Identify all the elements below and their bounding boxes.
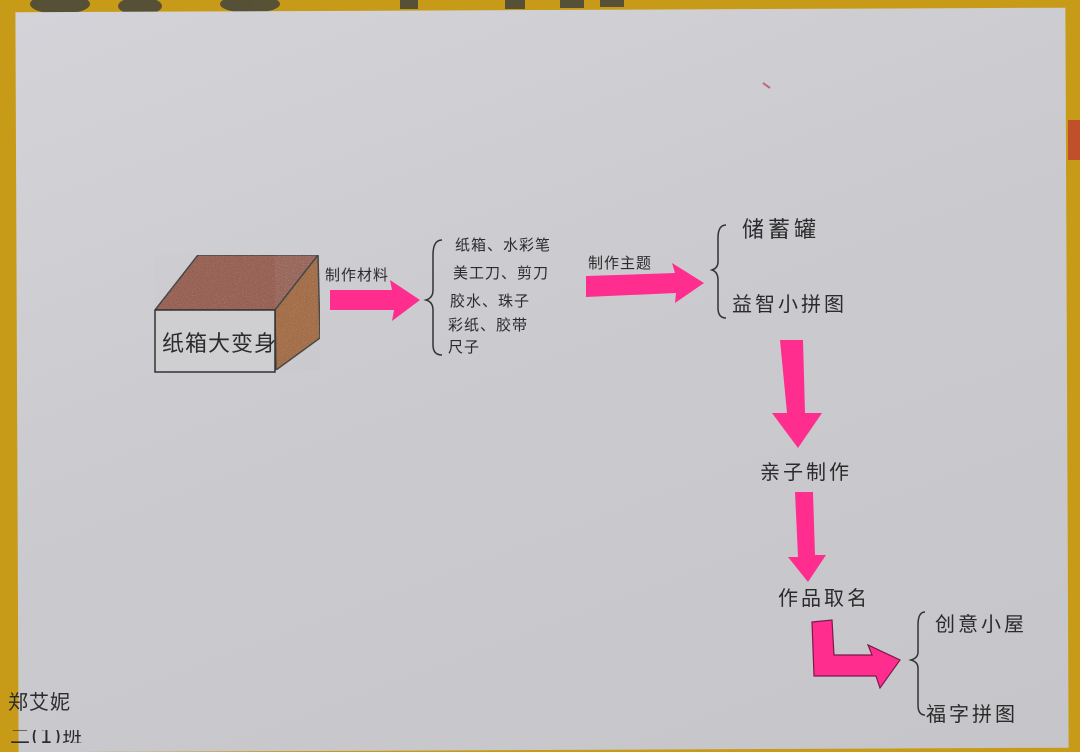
material-item: 彩纸、胶带 (448, 316, 529, 334)
title-node-label: 纸箱大变身 (162, 332, 278, 357)
step-parent-child-label: 亲子制作 (760, 460, 852, 484)
theme-item: 储蓄罐 (742, 218, 821, 243)
name-item: 创意小屋 (935, 612, 1027, 636)
material-item: 美工刀、剪刀 (453, 264, 550, 282)
step-naming-label: 作品取名 (778, 586, 870, 610)
arrow-theme-label: 制作主题 (588, 254, 653, 272)
author-class: 二(1)班 (10, 730, 84, 743)
arrow-materials-label: 制作材料 (325, 266, 390, 284)
material-item: 尺子 (448, 338, 481, 356)
theme-item: 益智小拼图 (732, 292, 847, 316)
author-name: 郑艾妮 (8, 690, 71, 714)
material-item: 纸箱、水彩笔 (455, 236, 552, 254)
material-item: 胶水、珠子 (450, 292, 531, 310)
name-item: 福字拼图 (926, 702, 1018, 726)
